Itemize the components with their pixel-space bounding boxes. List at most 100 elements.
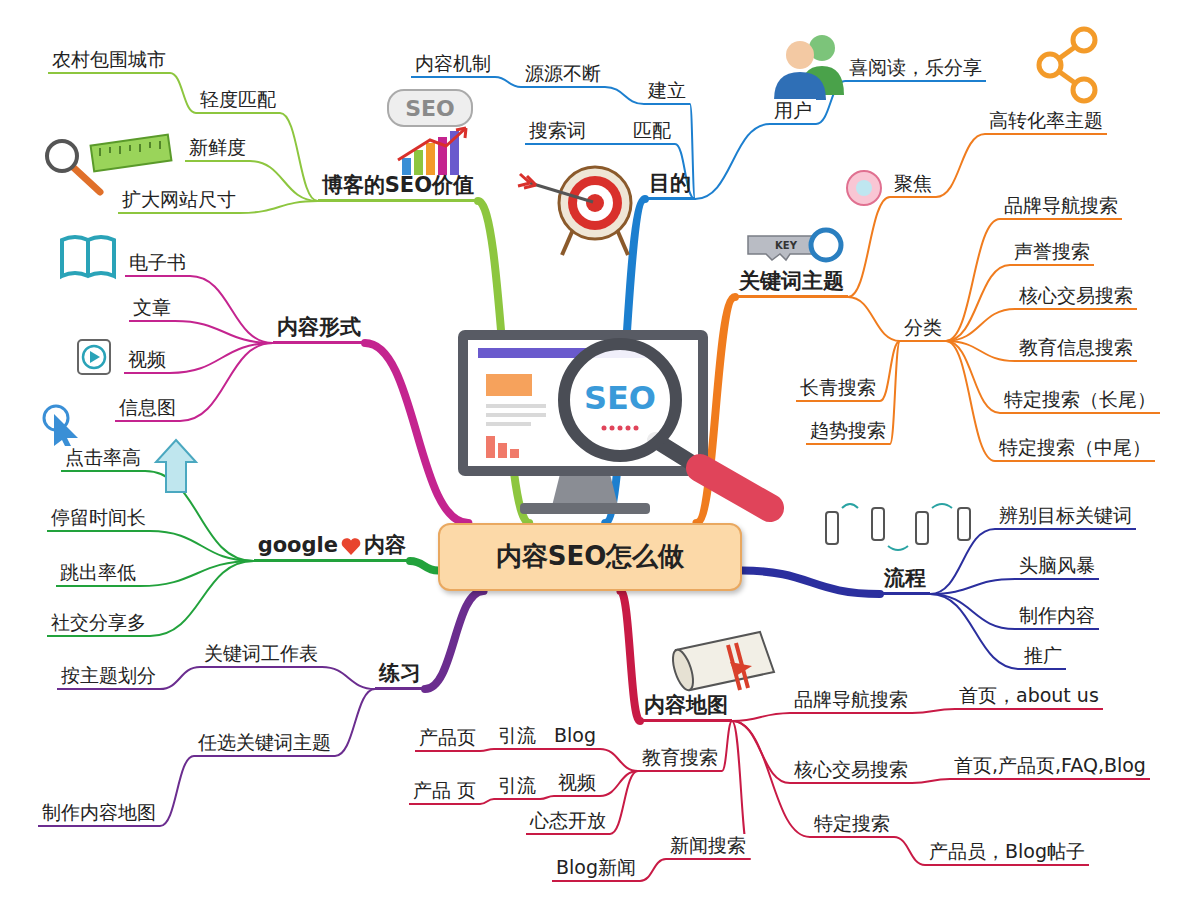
topic-text: 制作内容 <box>1019 604 1095 626</box>
branch-line <box>170 73 196 113</box>
sub-topic: 首页，about us <box>955 684 1103 710</box>
sub-topic: 推广 <box>1020 644 1066 670</box>
topic-text: 高转化率主题 <box>989 109 1103 131</box>
topic-text: 内容 <box>364 533 406 557</box>
branch-line <box>495 77 521 87</box>
topic-text: 头脑风暴 <box>1019 554 1095 576</box>
sub-topic: Blog新闻 <box>552 856 640 882</box>
branch-line <box>946 341 995 461</box>
topic-text: 内容SEO怎么做 <box>496 541 685 572</box>
sub-topic: 源源不断 <box>521 62 605 88</box>
topic-text: 按主题划分 <box>61 664 156 686</box>
topic-text: 引流 <box>498 724 536 746</box>
branch-line <box>732 713 790 721</box>
sub-topic: 教育信息搜索 <box>1015 336 1137 362</box>
sub-topic: 辨别目标关键词 <box>995 504 1136 530</box>
branch-line <box>600 749 638 771</box>
sub-topic: 建立 <box>644 79 690 105</box>
sub-topic: 喜阅读，乐分享 <box>845 56 986 82</box>
topic-text: 搜索词 <box>529 119 586 141</box>
sub-topic: 搜索词 <box>525 119 590 145</box>
topic-text: 核心交易搜索 <box>794 758 908 780</box>
branch-line <box>480 799 494 804</box>
branch-line <box>180 343 273 421</box>
branch-line <box>930 594 1020 669</box>
sub-topic: 社交分享多 <box>47 611 150 637</box>
topic-text: 博客的SEO价值 <box>322 173 474 197</box>
sub-topic: 扩大网站尺寸 <box>118 188 240 214</box>
branch-line <box>695 124 770 199</box>
sub-topic: 特定搜索（中尾） <box>995 436 1155 462</box>
target-icon <box>518 167 631 255</box>
topic-text: 引流 <box>498 774 536 796</box>
branch-topic: 内容地图 <box>640 693 732 722</box>
share-icon <box>1039 29 1095 101</box>
sub-topic: 信息图 <box>115 396 180 422</box>
branch-line <box>722 721 732 771</box>
icon-text: KEY <box>775 240 797 251</box>
topic-text: 视频 <box>128 348 166 370</box>
sub-topic: 品牌导航搜索 <box>1000 194 1122 220</box>
sub-topic: 产品 页 <box>409 779 480 805</box>
topic-text: 匹配 <box>633 119 671 141</box>
branch-line <box>930 594 1015 629</box>
topic-text: 品牌导航搜索 <box>794 688 908 710</box>
topic-text: 首页，about us <box>959 684 1099 706</box>
branch-line <box>540 748 550 750</box>
topic-text: 社交分享多 <box>51 611 146 633</box>
magnifier-illustration <box>564 344 770 508</box>
branch-line <box>946 265 1010 341</box>
branch-line <box>742 571 880 594</box>
topic-text: 文章 <box>133 296 171 318</box>
topic-text: 扩大网站尺寸 <box>122 188 236 210</box>
sub-topic: Blog <box>550 724 600 750</box>
branch-line <box>930 579 1015 594</box>
topic-text: 辨别目标关键词 <box>999 504 1132 526</box>
branch-line <box>620 591 640 721</box>
topic-text: 特定搜索（长尾） <box>1004 388 1156 410</box>
sub-topic: 轻度匹配 <box>196 88 280 114</box>
sub-topic: 声誉搜索 <box>1010 240 1094 266</box>
topic-text: 源源不断 <box>525 62 601 84</box>
topic-text: 建立 <box>648 79 686 101</box>
branch-line <box>190 276 273 343</box>
topic-text: 分类 <box>904 316 942 338</box>
branch-line <box>410 561 438 571</box>
topic-text: 内容地图 <box>644 693 728 717</box>
topic-text: 关键词工作表 <box>204 642 318 664</box>
topic-text: 心态开放 <box>530 809 606 831</box>
topic-text: google <box>258 533 338 557</box>
branch-topic: 流程 <box>880 566 930 595</box>
sub-topic: 产品页 <box>415 726 480 752</box>
branch-line <box>365 343 468 523</box>
sub-topic: 文章 <box>129 296 175 322</box>
sub-topic: 品牌导航搜索 <box>790 688 912 714</box>
topic-text: 视频 <box>558 771 596 793</box>
branch-line <box>480 749 494 751</box>
branch-line <box>912 709 955 713</box>
sub-topic: 关键词工作表 <box>200 642 322 668</box>
topic-text: 新闻搜索 <box>670 834 746 856</box>
branch-line <box>280 113 318 201</box>
branch-topic: 目的 <box>645 171 695 200</box>
sub-topic: 按主题划分 <box>57 664 160 690</box>
branch-line <box>322 667 375 689</box>
branch-line <box>540 796 554 799</box>
branch-line <box>848 197 890 297</box>
topic-text: Blog <box>554 724 596 746</box>
topic-text: 任选关键词主题 <box>198 731 331 753</box>
sub-topic: 产品员，Blog帖子 <box>925 840 1089 866</box>
branch-line <box>150 531 254 561</box>
topic-text: 产品 页 <box>413 779 476 801</box>
users-icon <box>774 35 844 100</box>
scroll-icon <box>669 632 774 692</box>
topic-text: 制作内容地图 <box>42 801 156 823</box>
sub-topic: 制作内容 <box>1015 604 1099 630</box>
icon-text: SEO <box>405 96 455 121</box>
topic-text: 新鲜度 <box>189 136 246 158</box>
branch-topic: 关键词主题 <box>735 269 848 298</box>
topic-text: 信息图 <box>119 396 176 418</box>
sub-topic: 匹配 <box>629 119 675 145</box>
sub-topic: 趋势搜索 <box>806 419 890 445</box>
